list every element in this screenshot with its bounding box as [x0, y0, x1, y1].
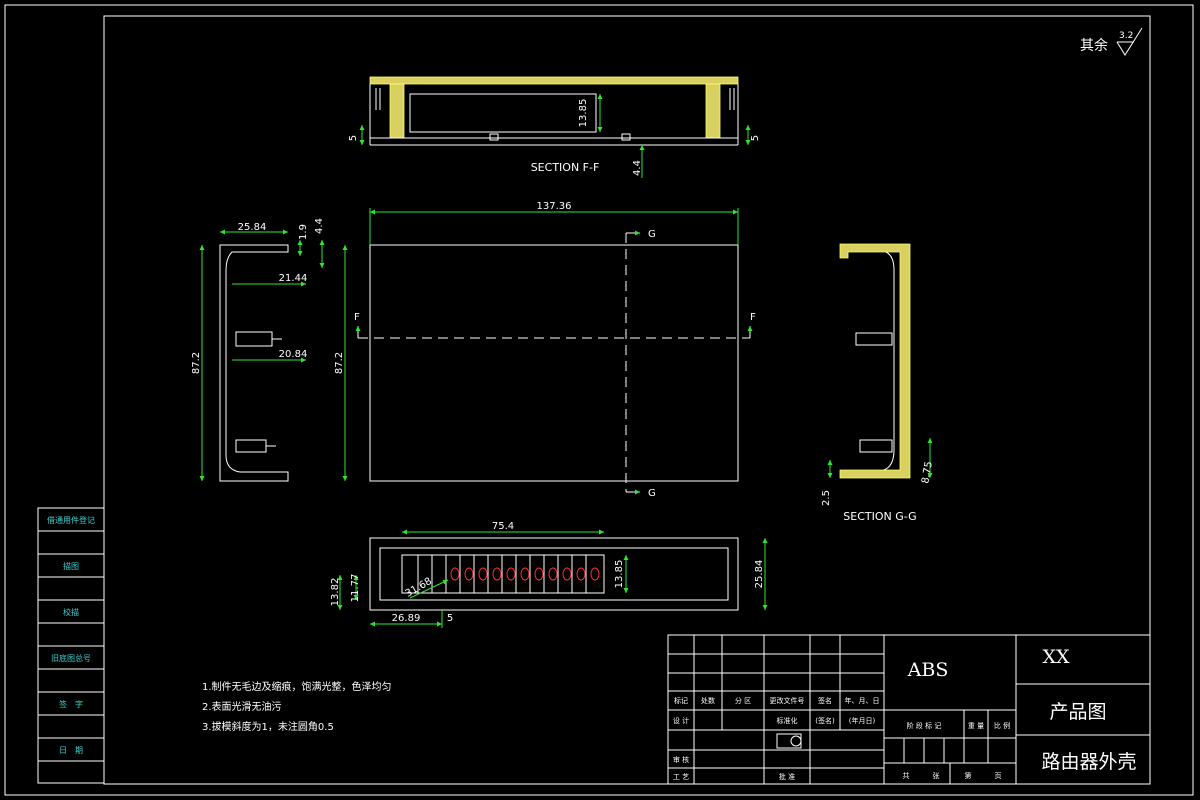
- tb-row-review: 审 核: [673, 755, 689, 764]
- tb-header-zone: 分 区: [735, 696, 751, 705]
- tb-stage-mark: 阶 段 标 记: [907, 721, 942, 730]
- section-ff-view: 13.85 5 5 4.4 SECTION F-F: [348, 76, 761, 178]
- cut-label-f-right: F: [750, 312, 756, 323]
- surface-value: 3.2: [1119, 31, 1133, 41]
- strip-label-2: 描图: [63, 561, 79, 571]
- dim-side-height: 87.2: [191, 352, 202, 374]
- dim-side-inner: 21.44: [279, 273, 308, 284]
- tb-part-name: 路由器外壳: [1041, 751, 1136, 773]
- section-gg-title: SECTION G-G: [843, 510, 916, 523]
- dim-bottom-vent-length: 75.4: [492, 521, 514, 532]
- dim-ff-right: 5: [750, 135, 761, 141]
- dim-ff-left: 5: [348, 135, 359, 141]
- tb-material: ABS: [907, 659, 949, 681]
- dim-ff-height: 13.85: [578, 99, 589, 128]
- tb-row-design: 设 计: [673, 716, 689, 725]
- surface-label: 其余: [1080, 37, 1108, 54]
- plan-view: G G F F 137.36 87.2: [334, 201, 756, 499]
- technical-notes: 1.制件无毛边及缩痕，饱满光整，色泽均匀 2.表面光滑无油污 3.拔模斜度为1，…: [202, 680, 392, 733]
- tb-sheets-unit: 张: [933, 771, 940, 780]
- tb-header-change-doc: 更改文件号: [770, 696, 805, 705]
- strip-label-5: 签 字: [59, 699, 83, 709]
- tb-sheet-page: 页: [995, 772, 1002, 780]
- tb-header-count: 处数: [701, 696, 715, 705]
- tb-code: XX: [1042, 646, 1070, 668]
- dim-plan-length: 137.36: [537, 201, 572, 212]
- dim-bottom-offset-a: 13.82: [330, 578, 341, 607]
- note-1: 1.制件无毛边及缩痕，饱满光整，色泽均匀: [202, 680, 392, 693]
- left-info-strip: 借通用件登记 描图 校描 旧底图总号 签 字 日 期: [37, 507, 105, 784]
- bottom-view: 75.4 13.82 11.77 31.68 26.89 5 13.85 25.…: [330, 521, 768, 628]
- outer-border: [4, 4, 1194, 796]
- dim-side-rib: 20.84: [279, 349, 308, 360]
- cut-label-g-top: G: [648, 229, 656, 240]
- dim-side-top: 4.4: [314, 218, 325, 234]
- strip-label-1: 借通用件登记: [47, 515, 95, 525]
- tb-row-standard: 标准化: [777, 716, 798, 725]
- vent-holes: [450, 567, 600, 581]
- dim-bottom-offset-b: 11.77: [350, 574, 361, 603]
- dim-gg-thickness: 2.5: [821, 490, 832, 506]
- dim-bottom-width: 25.84: [754, 560, 765, 589]
- section-gg-view: 2.5 8.75 SECTION G-G: [821, 243, 935, 523]
- dim-bottom-left-edge: 26.89: [392, 613, 421, 624]
- strip-label-4: 旧底图总号: [51, 653, 91, 663]
- tb-row-sign: (签名): [815, 716, 835, 725]
- tb-weight: 重 量: [968, 722, 984, 730]
- dim-bottom-vent-height: 13.85: [614, 560, 625, 589]
- tb-header-date: 年、月、日: [845, 696, 880, 705]
- note-3: 3.拔模斜度为1，未注圆角0.5: [202, 720, 334, 733]
- tb-row-approve: 批 准: [779, 772, 795, 781]
- dim-gg-height: 8.75: [920, 461, 935, 485]
- tb-row-process: 工 艺: [673, 773, 689, 781]
- tb-header-mark: 标记: [674, 696, 688, 705]
- dim-side-width: 25.84: [238, 222, 267, 233]
- section-ff-title: SECTION F-F: [531, 161, 600, 174]
- strip-label-3: 校描: [63, 607, 79, 617]
- cut-label-f-left: F: [354, 312, 360, 323]
- surface-roughness-symbol: 其余 3.2: [1080, 27, 1143, 56]
- tb-drawing-type: 产品图: [1049, 701, 1106, 723]
- dim-ff-bottom: 4.4: [632, 160, 643, 176]
- inner-border: [103, 15, 1151, 785]
- tb-sheet-no: 第: [965, 771, 972, 780]
- dim-side-lip: 1.9: [298, 224, 309, 240]
- tb-row-date: (年月日): [849, 716, 876, 725]
- cut-label-g-bottom: G: [648, 488, 656, 499]
- tb-sheets-total: 共: [903, 771, 910, 780]
- dim-plan-width: 87.2: [334, 352, 345, 374]
- strip-label-6: 日 期: [59, 746, 83, 755]
- dim-bottom-slot-width: 5: [447, 613, 453, 624]
- note-2: 2.表面光滑无油污: [202, 700, 282, 713]
- side-view: 25.84 1.9 4.4 21.44 20.84 87.2: [191, 218, 325, 482]
- title-block: 标记 处数 分 区 更改文件号 签名 年、月、日 设 计 标准化 (签名) (年…: [667, 634, 1151, 785]
- tb-scale: 比 例: [994, 721, 1010, 730]
- vent-slots: [417, 555, 587, 593]
- tb-header-signature: 签名: [818, 696, 832, 705]
- dim-bottom-slot-offset: 31.68: [404, 576, 434, 600]
